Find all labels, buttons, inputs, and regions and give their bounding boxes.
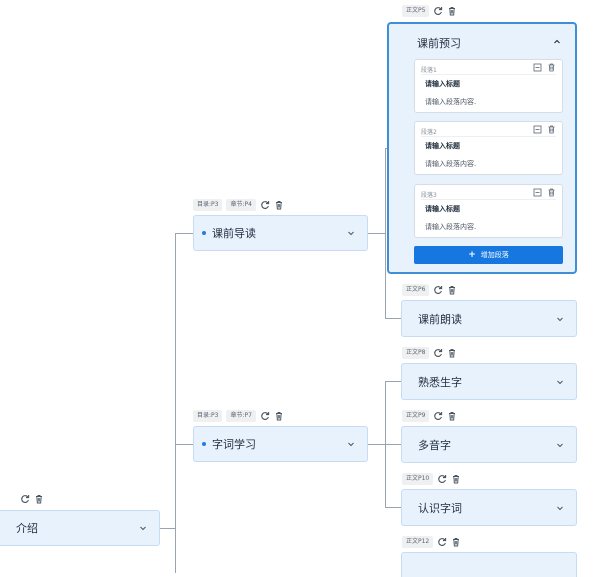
divider	[421, 74, 556, 75]
collapse-icon[interactable]	[533, 188, 542, 197]
delete-icon[interactable]	[451, 537, 461, 547]
paragraph-block-2[interactable]: 段落2 请输入标题 请输入段落内容.	[414, 121, 563, 175]
delete-icon[interactable]	[447, 285, 457, 295]
page-tag: 正文P9	[402, 409, 430, 422]
refresh-icon[interactable]	[437, 474, 447, 484]
chapter2-actions: 目录:P3 章节:P7	[193, 409, 284, 422]
paragraph-label: 段落1	[421, 67, 437, 74]
refresh-icon[interactable]	[20, 494, 30, 504]
paragraph-content-input[interactable]: 请输入段落内容.	[425, 160, 477, 168]
delete-icon[interactable]	[547, 63, 556, 72]
chevron-down-icon[interactable]	[556, 441, 564, 449]
divider	[421, 136, 556, 137]
paragraph-label: 段落2	[421, 129, 437, 136]
chapter-node-label: 课前导读	[202, 225, 256, 241]
chevron-down-icon[interactable]	[139, 524, 147, 532]
leaf5-actions: 正文P12	[402, 535, 461, 548]
root-node-actions	[20, 492, 44, 505]
delete-icon[interactable]	[451, 474, 461, 484]
connector-root-horizontal	[160, 528, 176, 529]
connector-leaf3-in	[385, 444, 401, 445]
delete-icon[interactable]	[274, 200, 284, 210]
connector-leaf1-in	[385, 318, 401, 319]
chevron-down-icon[interactable]	[556, 315, 564, 323]
delete-icon[interactable]	[34, 494, 44, 504]
connector-card-in	[385, 148, 388, 149]
refresh-icon[interactable]	[433, 6, 443, 16]
page-tag: 正文P10	[402, 472, 434, 485]
connector-leaf4-in	[385, 507, 401, 508]
connector-chapter2-out	[368, 444, 386, 445]
refresh-icon[interactable]	[433, 285, 443, 295]
chevron-down-icon[interactable]	[556, 378, 564, 386]
leaf-node-label: 多音字	[418, 438, 451, 452]
add-paragraph-label: 增加段落	[480, 251, 509, 259]
bullet-dot-icon	[202, 231, 206, 235]
connector-chapter2-in	[175, 444, 193, 445]
card-actions: 正文P5	[402, 4, 457, 17]
leaf-node-label: 熟悉生字	[418, 375, 462, 389]
bullet-dot-icon	[202, 442, 206, 446]
leaf4-actions: 正文P10	[402, 472, 461, 485]
connector-root-vertical	[175, 233, 176, 573]
connector-chapter1-out	[368, 233, 386, 234]
refresh-icon[interactable]	[433, 411, 443, 421]
collapse-icon[interactable]	[533, 125, 542, 134]
connector-chapter1-vertical	[385, 148, 386, 319]
root-node[interactable]: 介绍	[0, 510, 160, 546]
divider	[421, 199, 556, 200]
leaf-node-2[interactable]: 熟悉生字	[401, 363, 577, 400]
leaf3-actions: 正文P9	[402, 409, 457, 422]
delete-icon[interactable]	[547, 125, 556, 134]
section-page-tag: 章节:P7	[226, 409, 256, 422]
paragraph-title-input[interactable]: 请输入标题	[425, 80, 460, 88]
leaf1-actions: 正文P6	[402, 283, 457, 296]
refresh-icon[interactable]	[437, 537, 447, 547]
connector-chapter1-in	[175, 233, 193, 234]
leaf-node-3[interactable]: 多音字	[401, 426, 577, 463]
chevron-down-icon[interactable]	[347, 440, 355, 448]
chapter-node-label: 字词学习	[202, 436, 256, 452]
paragraph-content-input[interactable]: 请输入段落内容.	[425, 98, 477, 106]
connector-leaf2-in	[385, 381, 401, 382]
paragraph-block-1[interactable]: 段落1 请输入标题 请输入段落内容.	[414, 59, 563, 113]
leaf2-actions: 正文P8	[402, 346, 457, 359]
root-node-label: 介绍	[16, 522, 38, 535]
delete-icon[interactable]	[447, 348, 457, 358]
section-page-tag: 章节:P4	[226, 198, 256, 211]
toc-page-tag: 目录:P3	[193, 409, 223, 422]
collapse-icon[interactable]	[533, 63, 542, 72]
chevron-up-icon[interactable]	[553, 38, 561, 46]
leaf-node-5[interactable]	[401, 552, 577, 577]
paragraph-block-3[interactable]: 段落3 请输入标题 请输入段落内容.	[414, 184, 563, 238]
delete-icon[interactable]	[447, 411, 457, 421]
chevron-down-icon[interactable]	[556, 504, 564, 512]
add-paragraph-button[interactable]: + 增加段落	[414, 246, 563, 264]
page-tag: 正文P8	[402, 346, 430, 359]
leaf-node-label: 认识字词	[418, 501, 462, 515]
refresh-icon[interactable]	[260, 411, 270, 421]
toc-page-tag: 目录:P3	[193, 198, 223, 211]
leaf-node-4[interactable]: 认识字词	[401, 489, 577, 526]
chapter-node-2[interactable]: 字词学习	[193, 426, 368, 462]
paragraph-title-input[interactable]: 请输入标题	[425, 142, 460, 150]
paragraph-content-input[interactable]: 请输入段落内容.	[425, 223, 477, 231]
page-tag: 正文P5	[402, 4, 430, 17]
delete-icon[interactable]	[447, 6, 457, 16]
page-tag: 正文P6	[402, 283, 430, 296]
plus-icon: +	[468, 250, 476, 260]
paragraph-label: 段落3	[421, 192, 437, 199]
refresh-icon[interactable]	[260, 200, 270, 210]
card-title: 课前预习	[417, 37, 461, 50]
delete-icon[interactable]	[274, 411, 284, 421]
delete-icon[interactable]	[547, 188, 556, 197]
refresh-icon[interactable]	[433, 348, 443, 358]
chapter-node-1[interactable]: 课前导读	[193, 215, 368, 251]
chapter1-actions: 目录:P3 章节:P4	[193, 198, 284, 211]
leaf-node-1[interactable]: 课前朗读	[401, 300, 577, 337]
page-tag: 正文P12	[402, 535, 434, 548]
leaf-node-label: 课前朗读	[418, 312, 462, 326]
chevron-down-icon[interactable]	[347, 229, 355, 237]
paragraph-title-input[interactable]: 请输入标题	[425, 205, 460, 213]
